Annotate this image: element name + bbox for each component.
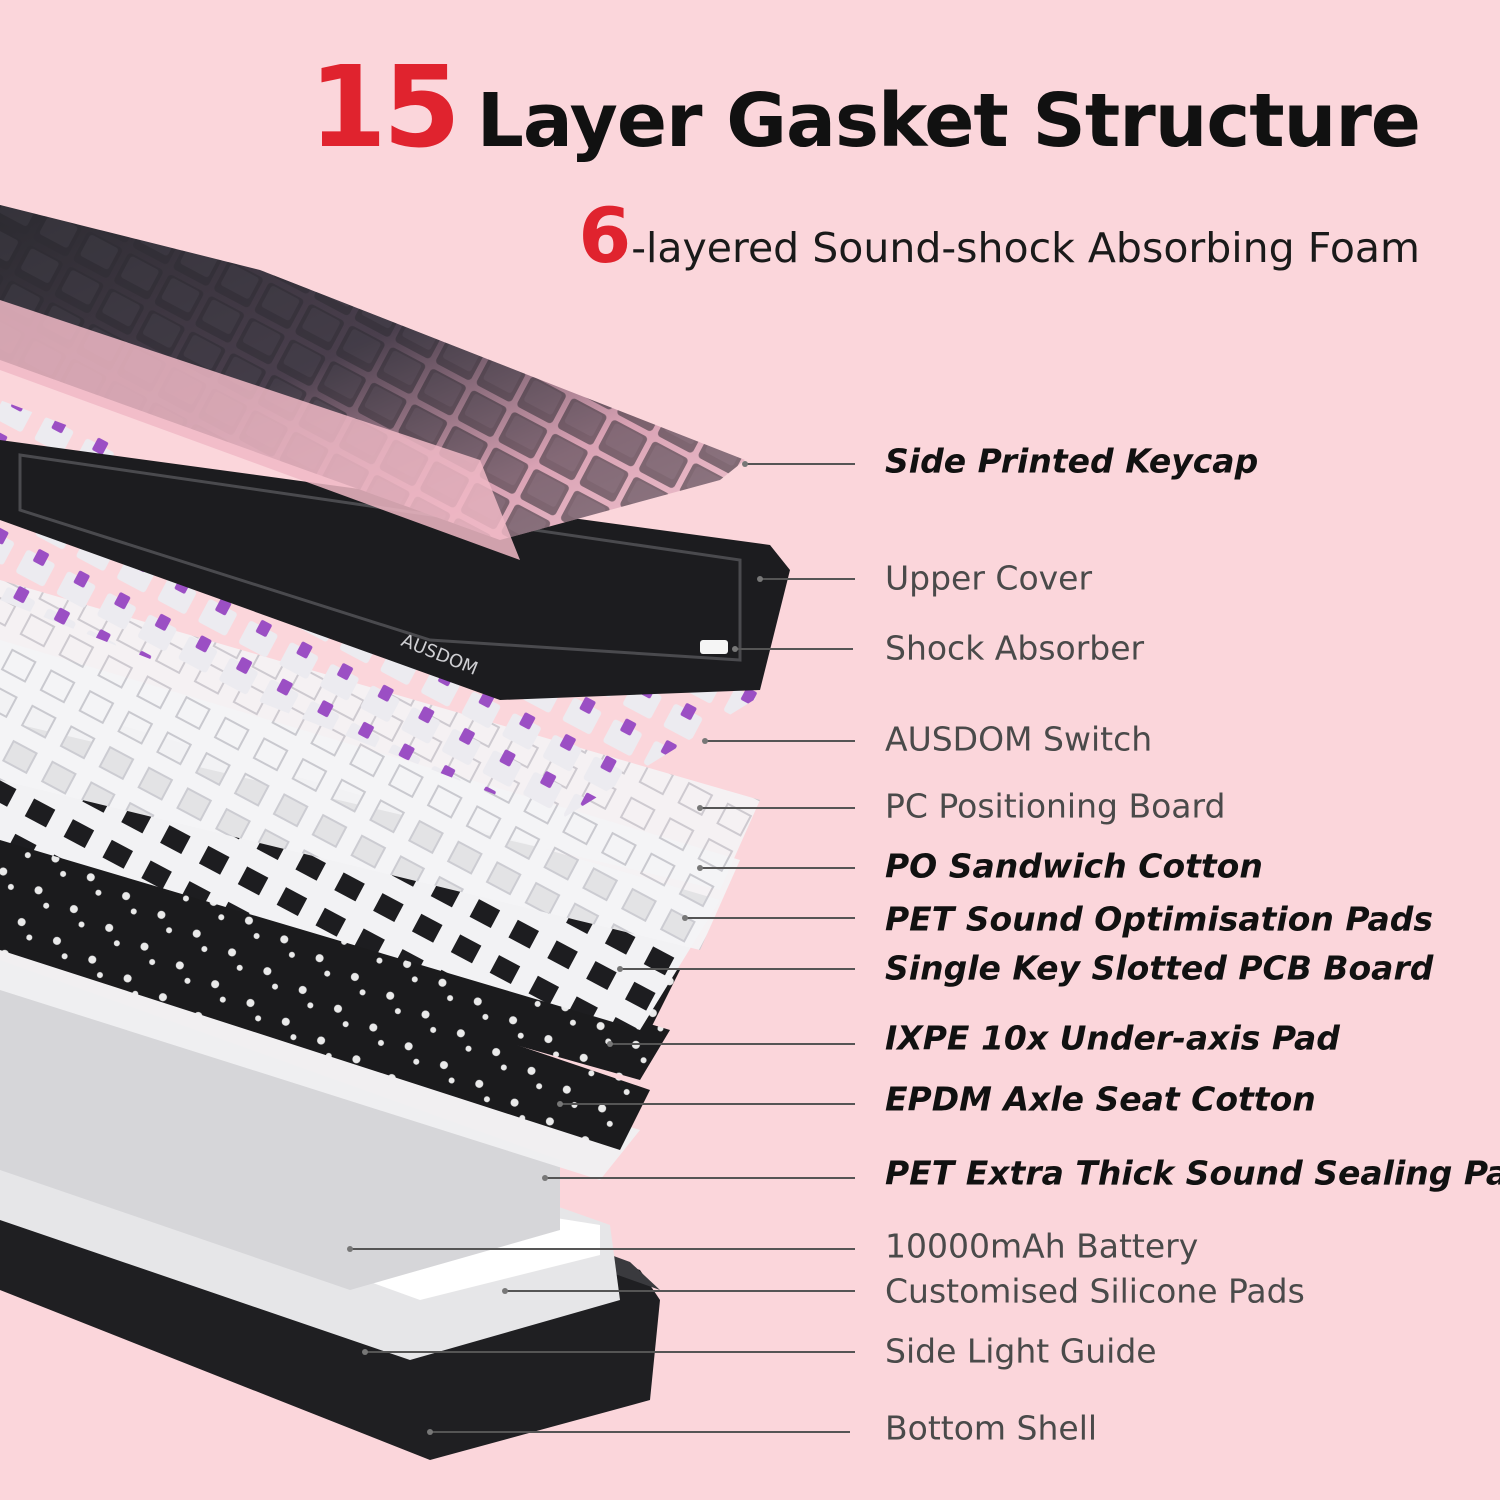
leader-line-keycap: [742, 461, 855, 467]
label-pet-sound-optimisation-pads: PET Sound Optimisation Pads: [885, 899, 1433, 939]
leader-line-pet-pads: [682, 915, 855, 921]
subtitle-number: 6: [578, 191, 632, 280]
title-number: 15: [308, 43, 461, 173]
label-side-light-guide: Side Light Guide: [885, 1331, 1157, 1371]
leader-line-pc-board: [697, 805, 855, 811]
label-epdm-axle-seat-cotton: EPDM Axle Seat Cotton: [885, 1079, 1316, 1119]
label-ixpe-under-axis-pad: IXPE 10x Under-axis Pad: [885, 1018, 1340, 1058]
label-po-sandwich-cotton: PO Sandwich Cotton: [885, 846, 1263, 886]
leader-line-switch: [702, 738, 855, 744]
leader-line-light-guide: [362, 1349, 855, 1355]
leader-line-bottom-shell: [427, 1429, 850, 1435]
label-single-key-slotted-pcb-board: Single Key Slotted PCB Board: [885, 948, 1434, 988]
leader-line-po-cotton: [697, 865, 855, 871]
label-upper-cover: Upper Cover: [885, 558, 1093, 598]
label-pet-extra-thick-sound-sealing-pad: PET Extra Thick Sound Sealing Pad: [885, 1153, 1500, 1193]
label-shock-absorber: Shock Absorber: [885, 628, 1145, 668]
leader-line-upper-cover: [757, 576, 855, 582]
title-text: Layer Gasket Structure: [476, 78, 1421, 164]
leader-line-epdm: [557, 1101, 855, 1107]
label-customised-silicone-pads: Customised Silicone Pads: [885, 1271, 1305, 1311]
leader-line-pet-thick: [542, 1175, 855, 1181]
label-side-printed-keycap: Side Printed Keycap: [885, 441, 1259, 481]
label-battery: 10000mAh Battery: [885, 1226, 1199, 1266]
leader-line-battery: [347, 1246, 855, 1252]
label-pc-positioning-board: PC Positioning Board: [885, 786, 1226, 826]
leader-line-silicone: [502, 1288, 855, 1294]
leader-line-shock-absorber: [732, 646, 853, 652]
subtitle-text: -layered Sound-shock Absorbing Foam: [631, 224, 1420, 272]
leader-line-ixpe: [607, 1041, 855, 1047]
leader-line-pcb: [617, 966, 855, 972]
label-bottom-shell: Bottom Shell: [885, 1408, 1098, 1448]
label-ausdom-switch: AUSDOM Switch: [885, 719, 1153, 759]
subtitle: 6-layered Sound-shock Absorbing Foam: [578, 198, 1420, 274]
